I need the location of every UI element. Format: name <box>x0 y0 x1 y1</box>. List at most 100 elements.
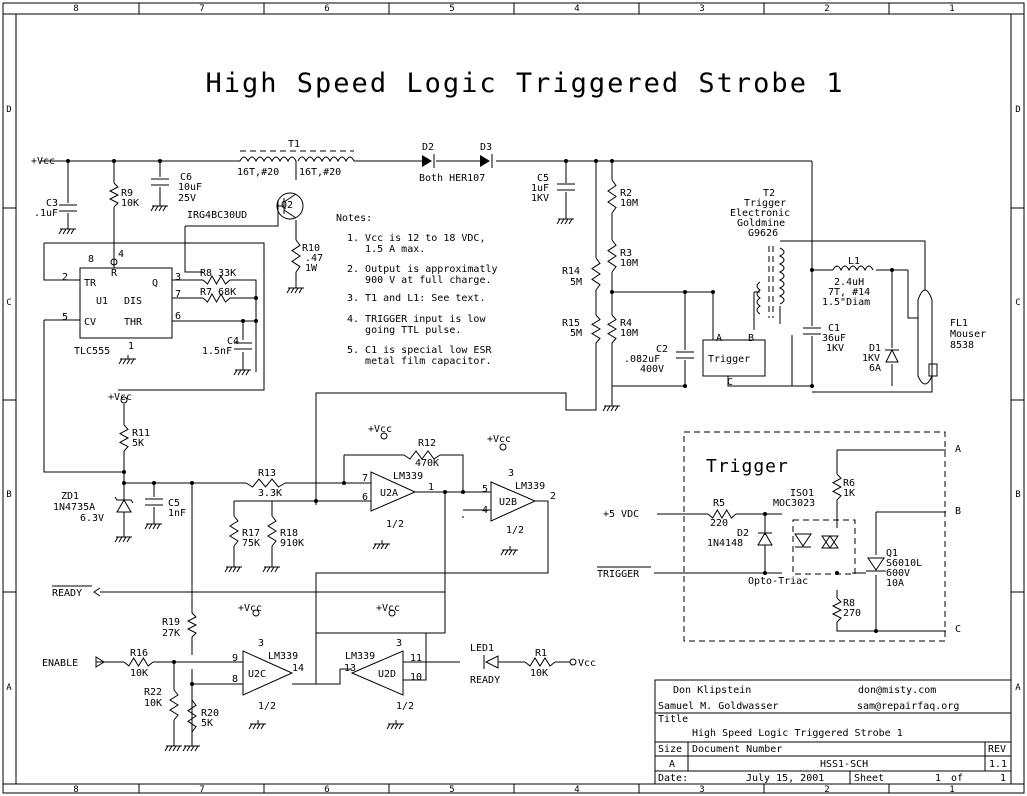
capacitors <box>59 178 821 506</box>
r4-value: 10M <box>620 328 638 339</box>
junction-dot <box>443 490 447 494</box>
fl1-vendor: Mouser <box>950 329 986 340</box>
u2d-half: 1/2 <box>396 701 414 712</box>
vcc-label: +Vcc <box>31 156 55 167</box>
r17-resistor <box>229 515 239 547</box>
u1-reset-bubble <box>110 258 118 266</box>
c5-label: C5 <box>168 498 180 509</box>
trigger-pin-label: B <box>748 333 754 344</box>
ground-icon <box>394 723 399 730</box>
q1-voltage: 600V <box>886 568 910 579</box>
r20-resistor <box>187 699 197 733</box>
r8-trigger-value: 270 <box>843 608 861 619</box>
r9-label: R9 <box>121 188 133 199</box>
r14-label: R14 <box>562 266 580 277</box>
u1-part-label: TLC555 <box>74 346 110 357</box>
ground-icon <box>148 523 153 530</box>
ground-icon <box>512 549 517 556</box>
sheet-field-value: 1 <box>935 773 941 784</box>
ground-icon <box>114 536 119 543</box>
ground-icon <box>233 369 238 376</box>
of-field-value: 1 <box>1000 773 1006 784</box>
ground-icon <box>262 566 267 573</box>
r14-value: 5M <box>570 277 582 288</box>
component-labels: +Vcc T1 16T,#20 16T,#20 D2 D3 Both HER10… <box>31 139 986 729</box>
column-label: 4 <box>574 785 579 795</box>
note-line: going TTL pulse. <box>347 325 461 336</box>
r12-label: R12 <box>418 438 436 449</box>
note-line: 1. Vcc is 12 to 18 VDC, <box>347 233 485 244</box>
notes-block: Notes: 1. Vcc is 12 to 18 VDC, 1.5 A max… <box>336 213 498 367</box>
u2a-pin: 7 <box>362 473 368 484</box>
fl1-label: FL1 <box>950 318 968 329</box>
u2c-pin: 9 <box>232 653 238 664</box>
r3-label: R3 <box>620 248 632 259</box>
u2b-comparator <box>490 481 537 522</box>
t1-label: T1 <box>288 139 300 150</box>
junction-dot <box>342 481 346 485</box>
t1-transformer-coils <box>239 150 355 163</box>
led1-label: LED1 <box>470 643 494 654</box>
vcc-label: +Vcc <box>368 424 392 435</box>
u2a-part: LM339 <box>393 471 423 482</box>
t2-label: T2 <box>763 188 775 199</box>
ground-icon <box>122 358 127 365</box>
junction-dot <box>683 384 687 388</box>
u2d-pin: 3 <box>396 638 402 649</box>
d2-trigger-label: D2 <box>737 528 749 539</box>
junction-dot <box>122 470 126 474</box>
u1-timer-chip <box>79 267 173 339</box>
ground-icon <box>274 566 279 573</box>
r5-resistor <box>707 509 737 519</box>
d3-label: D3 <box>480 142 492 153</box>
q1-part: S6010L <box>886 558 922 569</box>
ground-icon <box>270 566 275 573</box>
column-label: 4 <box>574 4 579 14</box>
u1-pin-label: 7 <box>175 289 181 300</box>
u2d-name: U2D <box>378 669 396 680</box>
c5-hv-label: C5 <box>537 173 549 184</box>
r9-resistor <box>108 182 120 208</box>
ground-icon <box>62 228 67 235</box>
r8-resistor <box>202 274 231 286</box>
plus5-input-label: +5 VDC <box>603 509 639 520</box>
note-line: 900 V at full charge. <box>347 275 492 286</box>
note-line: metal film capacitor. <box>347 356 492 367</box>
r18-label: R18 <box>280 528 298 539</box>
ground-icon <box>186 745 191 752</box>
junction-dot <box>594 159 598 163</box>
u2b-half: 1/2 <box>506 525 524 536</box>
d1-label: D1 <box>869 343 881 354</box>
trigger-terminal-label: A <box>955 444 961 455</box>
t1-winding-label: 16T,#20 <box>299 167 341 178</box>
c4-value: 1.5nF <box>202 346 232 357</box>
r19-resistor <box>186 612 198 638</box>
ground-icon <box>164 745 169 752</box>
ground-icon <box>228 566 233 573</box>
r13-value: 3.3K <box>258 488 282 499</box>
diode-part-label: Both HER107 <box>419 173 485 184</box>
column-label: 6 <box>324 785 329 795</box>
junction-dot <box>254 319 258 323</box>
u1-pin-label: CV <box>84 317 96 328</box>
u2c-name: U2C <box>248 669 266 680</box>
ground-icon <box>182 745 187 752</box>
frame-column-labels: 8 7 6 5 4 3 2 1 8 7 6 5 4 3 2 1 <box>73 4 954 795</box>
ground-icon <box>602 405 607 412</box>
ground-icon <box>237 369 242 376</box>
zd1-label: ZD1 <box>61 491 79 502</box>
r20-value: 5K <box>201 718 213 729</box>
row-label: C <box>6 298 11 308</box>
r12-resistor <box>403 450 441 460</box>
note-line: 4. TRIGGER input is low <box>347 314 486 325</box>
vcc-label: +Vcc <box>238 603 262 614</box>
u2a-pin: 1 <box>428 482 434 493</box>
sheet-field-label: Sheet <box>854 773 884 784</box>
row-label: B <box>6 490 11 500</box>
ground-icon <box>508 549 513 556</box>
r10-label: R10 <box>302 243 320 254</box>
title-field-label: Title <box>658 714 688 725</box>
zd1-part: 1N4735A <box>53 502 95 513</box>
c5-hv-value: 1uF <box>531 183 549 194</box>
r16-label: R16 <box>130 648 148 659</box>
